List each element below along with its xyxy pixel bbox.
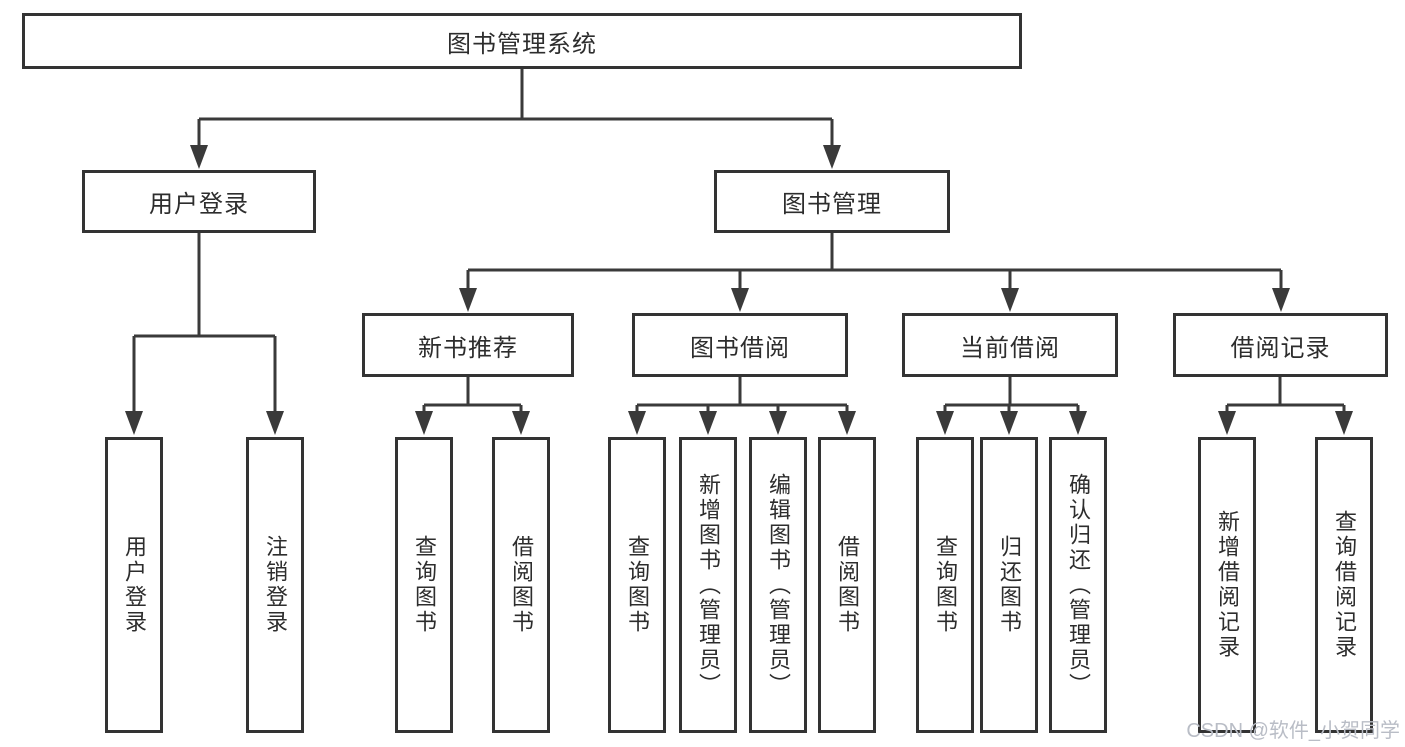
leaf-borrow-borrow-label: 借阅图书: [835, 535, 860, 635]
leaf-borrow-borrow: 借阅图书: [818, 437, 876, 733]
node-book-borrow-label: 图书借阅: [690, 334, 790, 362]
leaf-newbooks-borrow-label: 借阅图书: [509, 535, 534, 635]
leaf-user-login: 用户登录: [105, 437, 163, 733]
node-new-books: 新书推荐: [362, 313, 574, 377]
connector-book-mgmt-to-level3: [459, 233, 1290, 312]
node-book-borrow: 图书借阅: [632, 313, 848, 377]
leaf-current-return-label: 归还图书: [997, 535, 1022, 635]
node-new-books-label: 新书推荐: [418, 334, 518, 362]
leaf-newbooks-borrow: 借阅图书: [492, 437, 550, 733]
leaf-newbooks-query: 查询图书: [395, 437, 453, 733]
leaf-records-add-label: 新增借阅记录: [1215, 510, 1240, 660]
node-user-login-label: 用户登录: [149, 191, 249, 218]
leaf-newbooks-query-label: 查询图书: [412, 535, 437, 635]
node-root-label: 图书管理系统: [447, 30, 597, 58]
connector-current-borrow-to-leaves: [936, 377, 1087, 435]
leaf-records-query: 查询借阅记录: [1315, 437, 1373, 733]
leaf-borrow-add: 新增图书（管理员）: [679, 437, 737, 733]
leaf-borrow-query-label: 查询图书: [625, 535, 650, 635]
leaf-current-confirm: 确认归还（管理员）: [1049, 437, 1107, 733]
leaf-user-login-label: 用户登录: [122, 535, 147, 635]
node-user-login: 用户登录: [82, 170, 316, 233]
leaf-logout-label: 注销登录: [263, 535, 288, 635]
watermark: CSDN @软件_小贺同学: [1186, 720, 1400, 742]
leaf-current-return: 归还图书: [980, 437, 1038, 733]
leaf-current-query: 查询图书: [916, 437, 974, 733]
node-book-mgmt: 图书管理: [714, 170, 950, 233]
leaf-borrow-query: 查询图书: [608, 437, 666, 733]
leaf-logout: 注销登录: [246, 437, 304, 733]
node-borrow-records: 借阅记录: [1173, 313, 1388, 377]
leaf-borrow-edit-label: 编辑图书（管理员）: [766, 472, 791, 698]
connector-new-books-to-leaves: [415, 377, 530, 435]
leaf-current-query-label: 查询图书: [933, 535, 958, 635]
leaf-current-confirm-label: 确认归还（管理员）: [1066, 472, 1091, 698]
leaf-borrow-add-label: 新增图书（管理员）: [696, 472, 721, 698]
connector-book-borrow-to-leaves: [628, 377, 856, 435]
node-current-borrow-label: 当前借阅: [960, 334, 1060, 362]
leaf-records-add: 新增借阅记录: [1198, 437, 1256, 733]
node-root: 图书管理系统: [22, 13, 1022, 69]
leaf-borrow-edit: 编辑图书（管理员）: [749, 437, 807, 733]
node-current-borrow: 当前借阅: [902, 313, 1118, 377]
connector-borrow-records-to-leaves: [1218, 377, 1353, 435]
node-borrow-records-label: 借阅记录: [1230, 334, 1331, 362]
node-book-mgmt-label: 图书管理: [782, 191, 882, 218]
connector-user-login-to-leaves: [125, 233, 284, 435]
connector-root-to-level2: [190, 69, 841, 169]
leaf-records-query-label: 查询借阅记录: [1332, 510, 1357, 660]
